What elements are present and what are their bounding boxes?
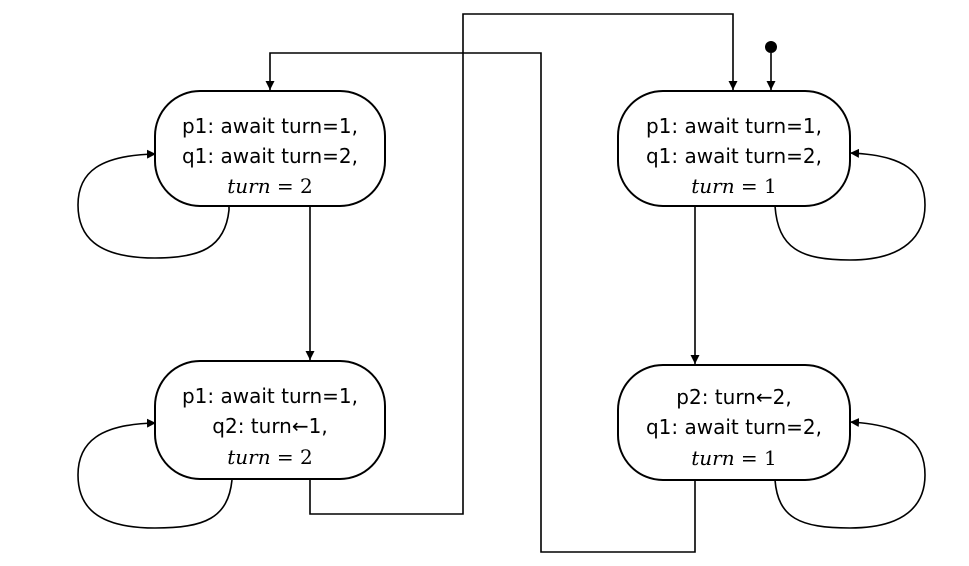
transition-C-self	[774, 148, 926, 261]
state-B-box	[154, 360, 386, 480]
state-A-var: turn = 2	[227, 174, 313, 198]
transitions	[77, 13, 926, 553]
initial-marker	[765, 41, 777, 90]
state-B-var: turn = 2	[227, 445, 313, 469]
state-B-line-2: q2: turn←1,	[212, 414, 327, 438]
state-C-line-2: q1: await turn=2,	[646, 144, 822, 168]
state-A-var-name: turn	[227, 174, 270, 198]
transition-D-to-A	[265, 52, 696, 553]
state-B: p1: await turn=1, q2: turn←1, turn = 2	[154, 360, 386, 480]
state-C: p1: await turn=1, q1: await turn=2, turn…	[617, 90, 851, 207]
state-D-box	[617, 364, 851, 481]
state-D-var: turn = 1	[691, 446, 777, 470]
state-D-line-1: p2: turn←2,	[676, 385, 791, 409]
state-C-var-eq: = 1	[735, 174, 777, 198]
state-A-line-2: q1: await turn=2,	[182, 144, 358, 168]
state-C-box	[617, 90, 851, 207]
transition-A-self	[77, 149, 230, 259]
state-C-line-1: p1: await turn=1,	[646, 114, 822, 138]
state-D-var-name: turn	[691, 446, 734, 470]
state-D-line-2: q1: await turn=2,	[646, 415, 822, 439]
transition-B-self	[77, 418, 233, 529]
state-A-var-eq: = 2	[271, 174, 313, 198]
transition-D-self	[774, 417, 926, 529]
state-C-var: turn = 1	[691, 174, 777, 198]
state-B-var-name: turn	[227, 445, 270, 469]
state-D-var-eq: = 1	[735, 446, 777, 470]
state-A: p1: await turn=1, q1: await turn=2, turn…	[154, 90, 386, 207]
state-A-box	[154, 90, 386, 207]
state-C-var-name: turn	[691, 174, 734, 198]
state-A-line-1: p1: await turn=1,	[182, 114, 358, 138]
initial-dot	[765, 41, 777, 53]
transition-B-to-C	[309, 13, 738, 515]
state-D: p2: turn←2, q1: await turn=2, turn = 1	[617, 364, 851, 481]
state-B-line-1: p1: await turn=1,	[182, 384, 358, 408]
state-B-var-eq: = 2	[271, 445, 313, 469]
